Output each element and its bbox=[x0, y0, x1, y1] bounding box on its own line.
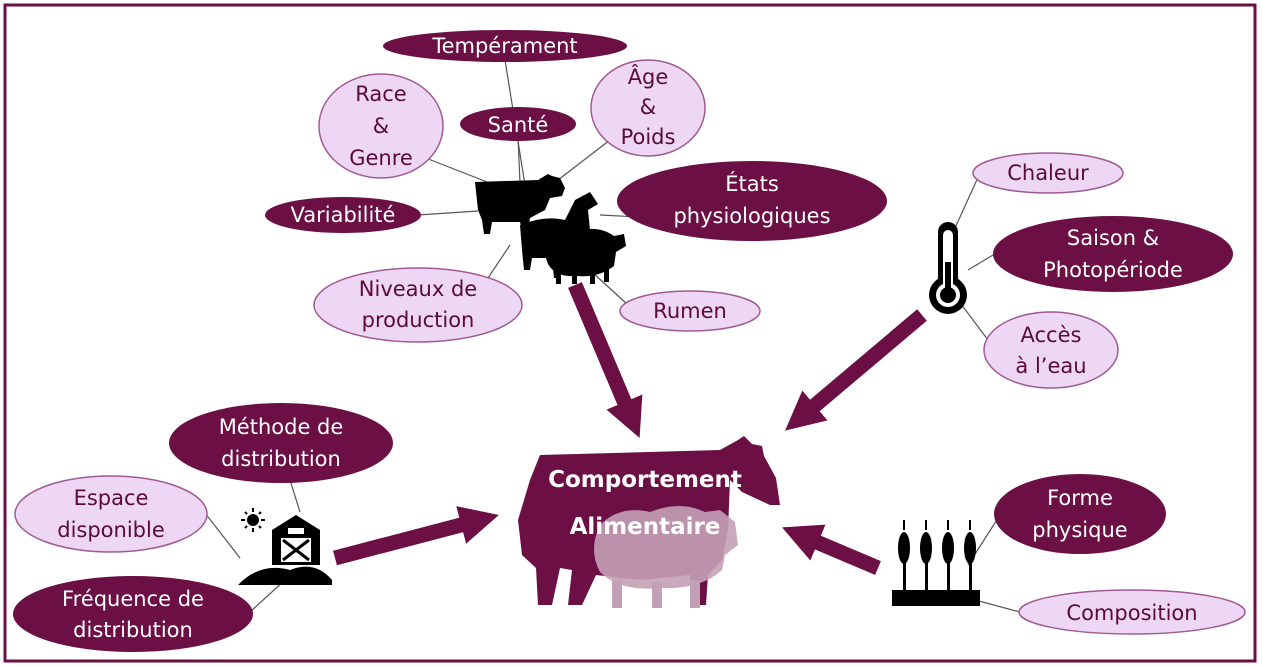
factor-label: Composition bbox=[1066, 601, 1197, 625]
factor-race-genre: Race & Genre bbox=[318, 73, 444, 179]
factor-age-poids: Âge & Poids bbox=[590, 59, 706, 157]
center-title-line2: Alimentaire bbox=[570, 514, 721, 540]
thermometer-icon bbox=[929, 222, 967, 314]
wheat-icon bbox=[892, 520, 980, 606]
factor-label: production bbox=[362, 308, 475, 332]
factor-label: Âge bbox=[628, 64, 669, 89]
factor-acces-eau: Accès à l’eau bbox=[983, 311, 1119, 389]
factor-label: & bbox=[640, 95, 656, 119]
center-sheep-icon bbox=[594, 506, 738, 589]
arrow-feed bbox=[782, 524, 881, 575]
factor-frequence: Fréquence de distribution bbox=[13, 576, 253, 652]
factor-label: Espace bbox=[74, 486, 149, 510]
factor-forme: Forme physique bbox=[994, 474, 1166, 554]
frame-border bbox=[3, 3, 1257, 663]
factor-label: Accès bbox=[1021, 323, 1082, 347]
livestock-icon bbox=[475, 174, 626, 284]
factor-sante: Santé bbox=[460, 107, 576, 141]
factor-label: & bbox=[373, 114, 389, 138]
factor-saison: Saison & Photopériode bbox=[993, 216, 1233, 292]
factor-label: Forme bbox=[1047, 486, 1113, 510]
factor-label: Variabilité bbox=[291, 203, 396, 227]
factor-chaleur: Chaleur bbox=[972, 152, 1124, 194]
factor-label: Poids bbox=[621, 125, 676, 149]
factor-label: Rumen bbox=[653, 299, 727, 323]
factor-label: Niveaux de bbox=[359, 277, 477, 301]
arrow-environment bbox=[785, 309, 927, 431]
factor-label: Santé bbox=[488, 113, 549, 137]
factor-label: Photopériode bbox=[1043, 258, 1183, 282]
factor-label: à l’eau bbox=[1015, 354, 1086, 378]
factor-label: distribution bbox=[221, 447, 341, 471]
arrow-management bbox=[333, 506, 499, 566]
factor-niveaux-production: Niveaux de production bbox=[313, 267, 523, 343]
barn-icon bbox=[238, 508, 332, 585]
influence-arrows bbox=[333, 282, 927, 575]
factor-label: disponible bbox=[57, 518, 165, 542]
factor-label: Chaleur bbox=[1007, 161, 1089, 185]
factor-label: Méthode de bbox=[219, 415, 344, 439]
factor-label: Race bbox=[355, 82, 406, 106]
factor-label: Saison & bbox=[1067, 226, 1159, 250]
arrow-animal bbox=[568, 282, 643, 438]
factor-label: physiologiques bbox=[673, 204, 830, 228]
factor-composition: Composition bbox=[1018, 589, 1246, 635]
factor-label: États bbox=[725, 171, 779, 196]
factor-espace: Espace disponible bbox=[14, 475, 208, 553]
center-animals: Comportement Alimentaire bbox=[518, 436, 780, 608]
factor-label: physique bbox=[1032, 518, 1127, 542]
factor-temperament: Tempérament bbox=[383, 30, 627, 62]
factor-label: Tempérament bbox=[431, 34, 577, 58]
factor-rumen: Rumen bbox=[619, 290, 761, 332]
factor-label: Fréquence de bbox=[62, 587, 204, 611]
factor-etats-physiologiques: États physiologiques bbox=[617, 161, 887, 241]
factor-variabilite: Variabilité bbox=[265, 197, 421, 233]
sun-icon bbox=[241, 508, 265, 532]
center-title-line1: Comportement bbox=[548, 467, 742, 493]
factor-label: Genre bbox=[349, 146, 413, 170]
factor-methode: Méthode de distribution bbox=[169, 403, 393, 483]
factor-label: distribution bbox=[73, 618, 193, 642]
